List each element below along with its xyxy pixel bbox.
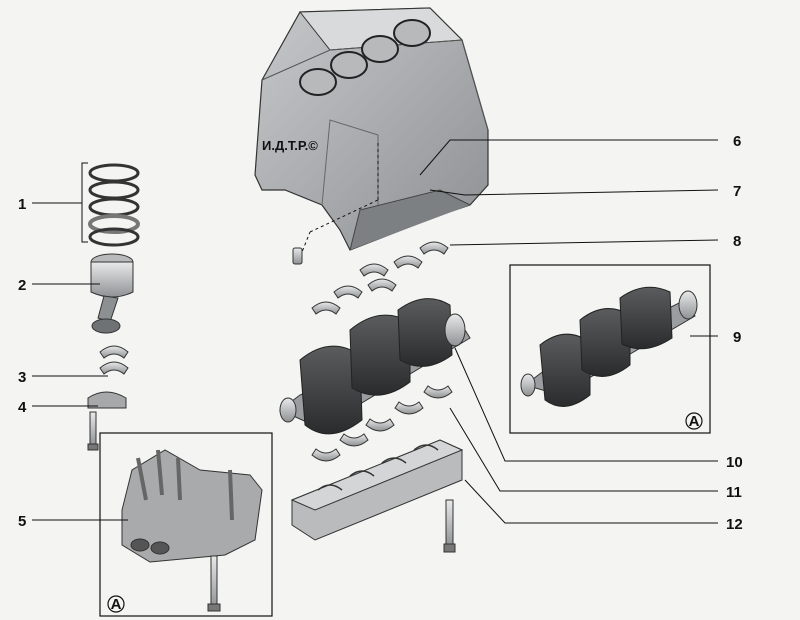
callout-3: 3 [18, 369, 26, 386]
callout-5: 5 [18, 513, 26, 530]
lower-main-bearing-shells [311, 385, 453, 462]
detail-marker-circle [685, 412, 703, 430]
piston-rings [88, 163, 140, 247]
detail-box-oil-pan [99, 432, 273, 617]
block-bolt [292, 140, 379, 265]
callout-7: 7 [733, 183, 741, 200]
callout-10: 10 [726, 454, 743, 471]
upper-main-bearing-shells [311, 241, 449, 315]
detail-marker-circle-2 [107, 595, 125, 613]
crankshaft [279, 298, 471, 435]
conrod-cap [87, 391, 127, 451]
callout-2: 2 [18, 277, 26, 294]
cylinder-block [254, 7, 489, 251]
callout-1: 1 [18, 196, 26, 213]
callout-8: 8 [733, 233, 741, 250]
crankshaft-variant [520, 286, 698, 407]
callout-9: 9 [733, 329, 741, 346]
lower-crankcase [121, 449, 263, 612]
piston-with-connecting-rod [90, 253, 134, 334]
detail-marker-label: A [689, 413, 700, 430]
detail-marker-label-2: A [111, 596, 122, 613]
watermark: И.Д.Т.Р.© [262, 138, 318, 153]
conrod-bearing-shells [99, 345, 129, 375]
left-leader-lines [32, 162, 128, 521]
callout-12: 12 [726, 516, 743, 533]
main-bearing-caps [290, 439, 464, 553]
right-leader-lines [419, 139, 719, 524]
callout-4: 4 [18, 399, 27, 416]
callout-11: 11 [726, 484, 742, 501]
callout-6: 6 [733, 133, 741, 150]
detail-box-crankshaft [509, 264, 711, 434]
